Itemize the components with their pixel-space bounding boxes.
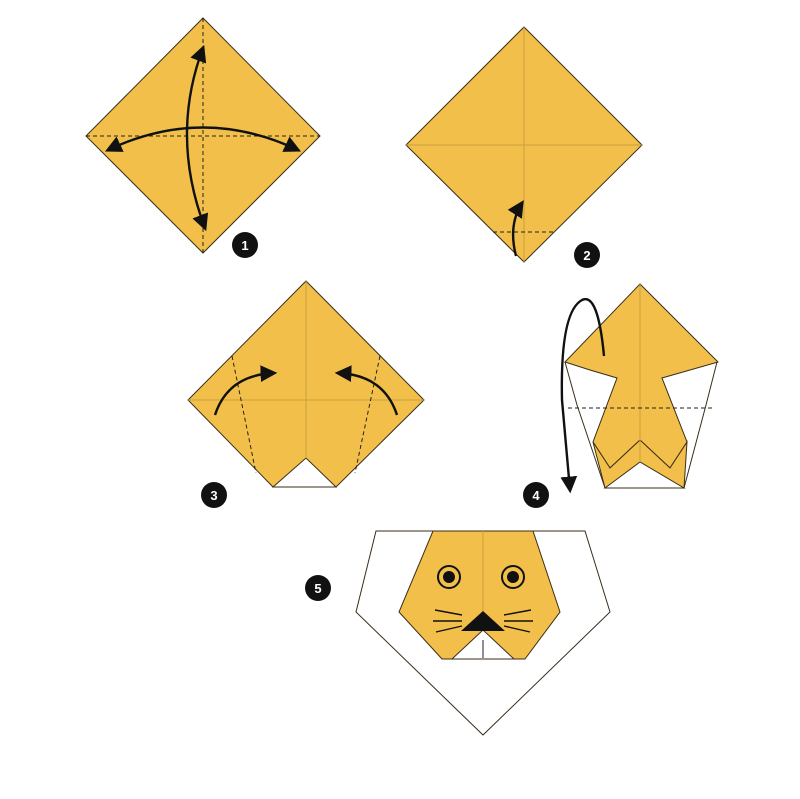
- step-5-dog-face: [398, 530, 561, 660]
- step-3-folded-bottom-tip: [271, 457, 338, 488]
- step-5-nose: [461, 611, 505, 631]
- step-5-left-eye: [437, 565, 461, 589]
- step-5-number: 5: [314, 581, 321, 596]
- step-5-number-badge: 5: [305, 575, 331, 601]
- step-4-diagram: 4: [523, 283, 719, 508]
- step-4-bottom-white-tip: [603, 461, 686, 489]
- step-3-diagram: 3: [187, 280, 425, 508]
- step-2-fold-up-arrow: [507, 200, 524, 257]
- step-4-number-badge: 4: [523, 482, 549, 508]
- step-5-right-eye: [501, 565, 525, 589]
- step-5-diagram: 5: [305, 530, 611, 736]
- step-3-number: 3: [210, 488, 217, 503]
- step-2-diagram: 2: [405, 26, 643, 268]
- step-5-left-whiskers: [433, 609, 463, 633]
- step-4-number: 4: [532, 488, 540, 503]
- step-1-diagram: 1: [85, 17, 321, 258]
- step-3-left-fold-arrow: [213, 365, 278, 416]
- step-5-right-whiskers: [503, 609, 533, 633]
- step-2-number: 2: [583, 248, 590, 263]
- step-4-fold-down-arrow: [560, 297, 606, 494]
- step-3-number-badge: 3: [201, 482, 227, 508]
- step-3-right-fold-arrow: [334, 365, 399, 416]
- step-2-number-badge: 2: [574, 242, 600, 268]
- step-3-right-fold-line: [354, 355, 381, 474]
- step-1-vertical-fold-arrow: [185, 44, 209, 232]
- step-1-number-badge: 1: [232, 232, 258, 258]
- step-3-left-fold-line: [231, 355, 257, 474]
- step-1-number: 1: [241, 238, 248, 253]
